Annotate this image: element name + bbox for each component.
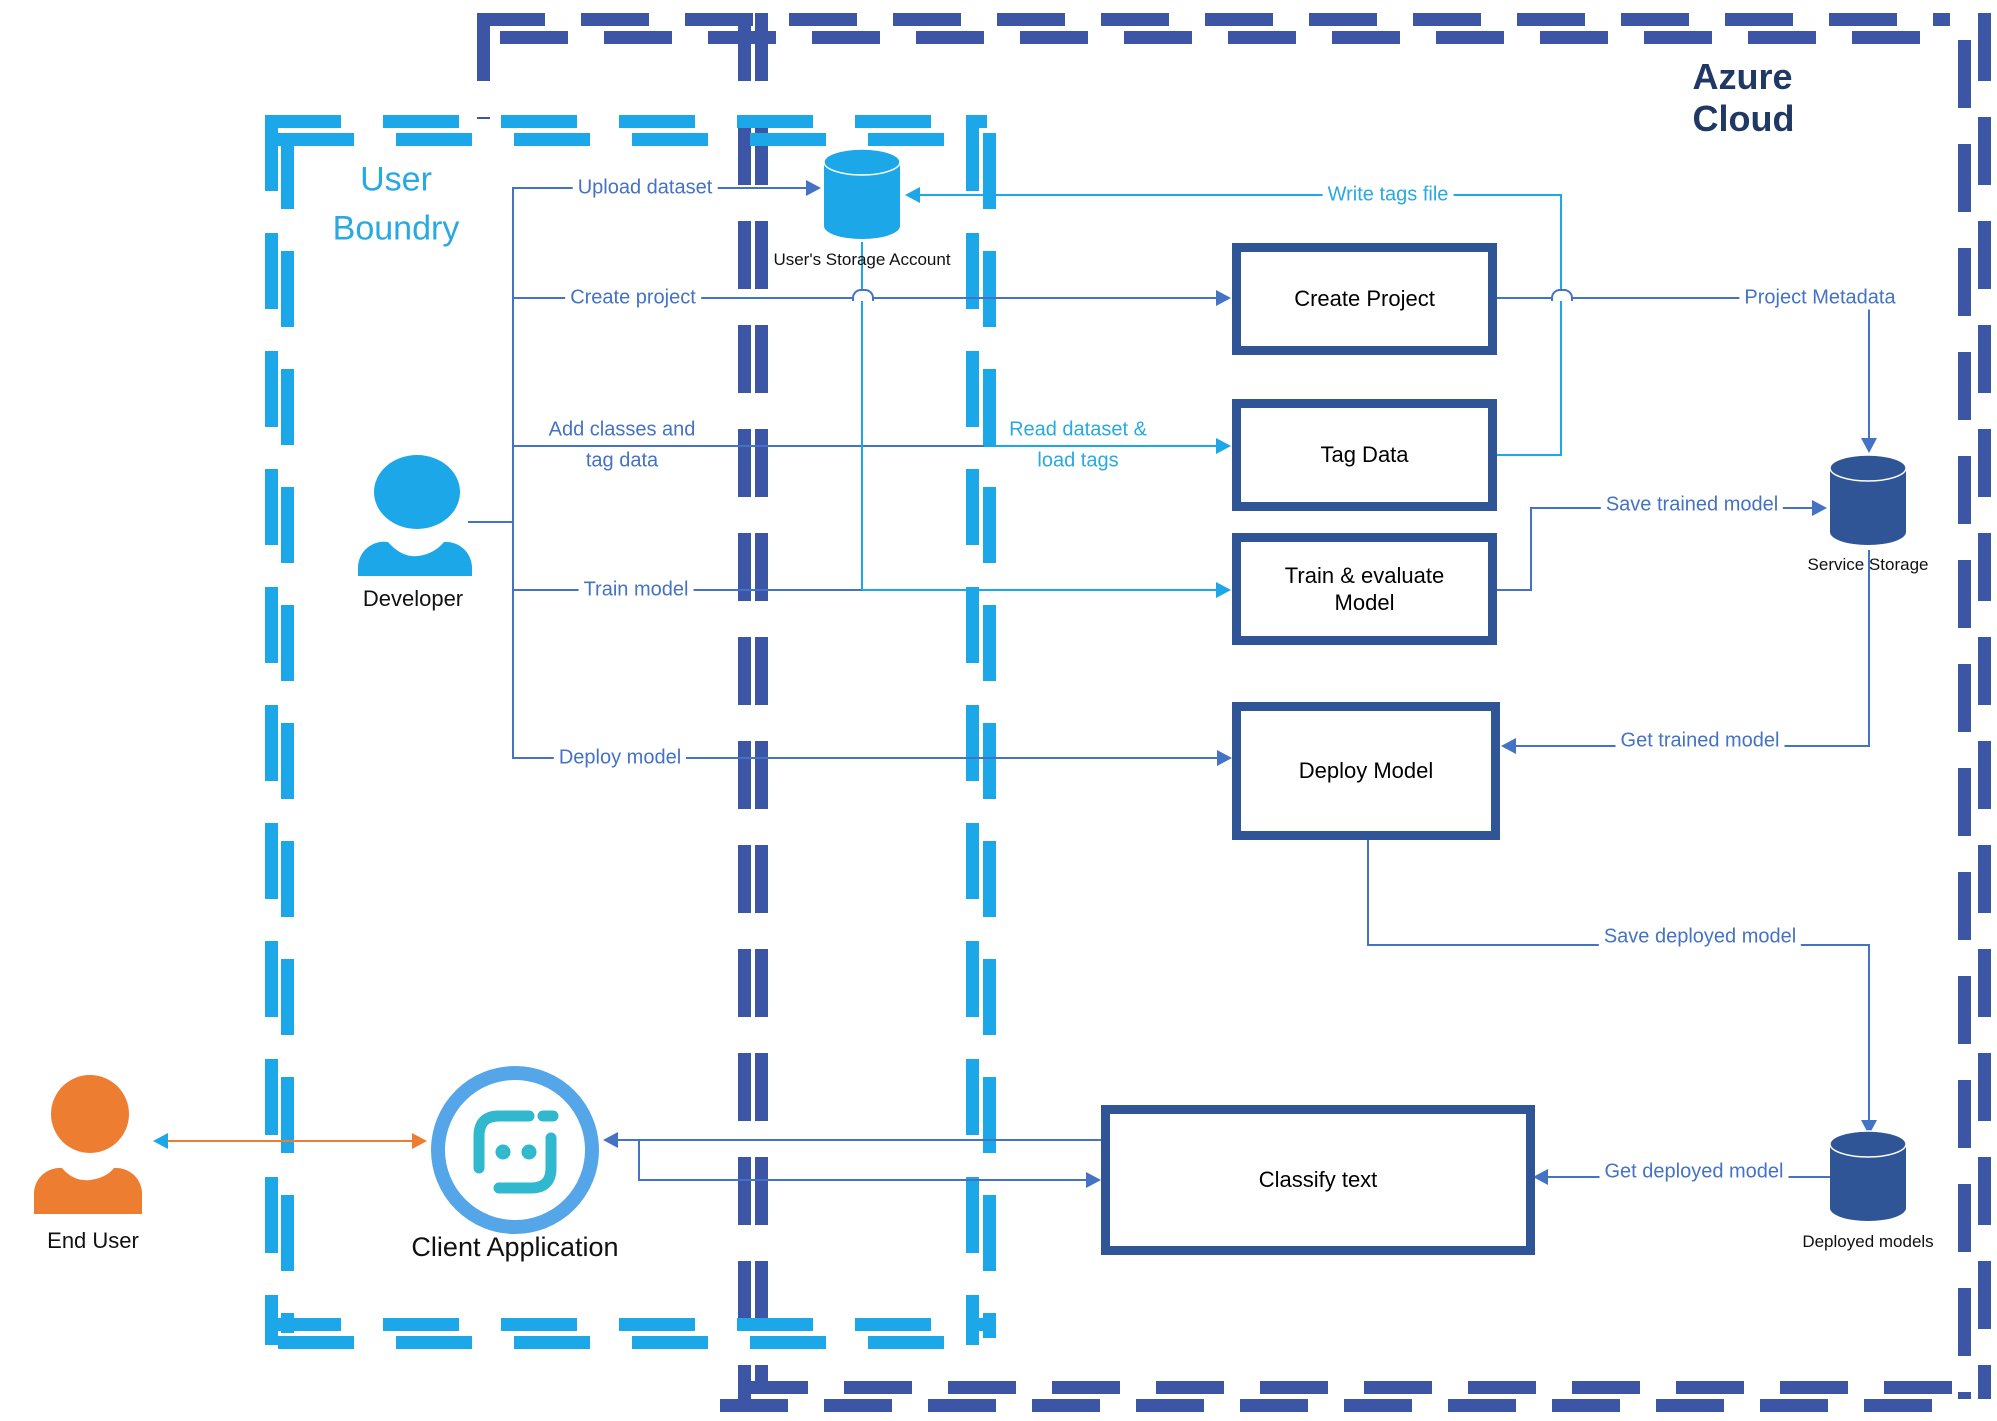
user-storage-account-label: User's Storage Account bbox=[773, 250, 951, 269]
classify-request-line-h bbox=[638, 1179, 1086, 1181]
arrowhead-end-user bbox=[153, 1133, 168, 1149]
arrowhead-project-metadata bbox=[1861, 438, 1877, 453]
azure-boundary-bottom-row2 bbox=[720, 1399, 1965, 1412]
edge-save-deployed-line-v2 bbox=[1868, 944, 1870, 1124]
edge-project-metadata-line-v bbox=[1868, 297, 1870, 442]
deployed-models-label: Deployed models bbox=[1802, 1232, 1934, 1251]
developer-trunk-line bbox=[512, 187, 514, 758]
arrowhead-upload-dataset bbox=[806, 180, 821, 196]
classify-response-line bbox=[618, 1139, 1101, 1141]
edge-write-tags-line-v bbox=[1560, 194, 1562, 455]
process-deploy-model-label: Deploy Model bbox=[1298, 758, 1434, 784]
process-train-evaluate-label-line2: Model bbox=[1334, 590, 1395, 615]
arrowhead-get-trained bbox=[1501, 738, 1516, 754]
user-storage-account-icon bbox=[823, 148, 901, 239]
edge-write-tags-stub bbox=[1479, 454, 1562, 456]
azure-boundary-top-row1 bbox=[477, 13, 1950, 26]
line-hop-create-project bbox=[852, 289, 874, 301]
arrowhead-classify-request bbox=[1086, 1172, 1101, 1188]
edge-add-classes-line bbox=[512, 445, 984, 447]
edge-upload-dataset-label: Upload dataset bbox=[572, 176, 718, 200]
edge-add-classes-label-line1: Add classes and bbox=[543, 418, 701, 442]
user-boundary-left-col1 bbox=[265, 115, 278, 1345]
process-tag-data: Tag Data bbox=[1232, 399, 1497, 511]
line-hop-project-metadata bbox=[1551, 289, 1573, 301]
user-boundary-left-col2 bbox=[281, 133, 294, 1333]
developer-icon bbox=[357, 455, 473, 576]
end-user-client-line bbox=[168, 1140, 414, 1142]
azure-boundary-left-col2 bbox=[755, 13, 768, 1383]
process-tag-data-label: Tag Data bbox=[1320, 442, 1409, 468]
service-storage-icon bbox=[1829, 454, 1907, 545]
deployed-models-icon bbox=[1829, 1130, 1907, 1221]
azure-cloud-title: Azure Cloud bbox=[1692, 56, 1795, 139]
edge-deploy-model-label: Deploy model bbox=[553, 746, 687, 770]
process-create-project: Create Project bbox=[1232, 243, 1497, 355]
arrowhead-deploy-model bbox=[1217, 750, 1232, 766]
edge-save-deployed-line-v1 bbox=[1367, 822, 1369, 944]
azure-boundary-bottom-row1 bbox=[740, 1381, 1965, 1394]
edge-get-trained-label: Get trained model bbox=[1615, 729, 1785, 753]
azure-boundary-right-col2 bbox=[1978, 13, 1991, 1399]
edge-train-model-line-cyan bbox=[862, 589, 1216, 591]
edge-add-classes-label-line2: tag data bbox=[580, 449, 664, 473]
user-boundary-title-line2: Boundry bbox=[332, 209, 460, 248]
user-boundary-right-col1 bbox=[966, 115, 979, 1345]
process-train-evaluate-label-line1: Train & evaluate bbox=[1284, 562, 1445, 588]
user-boundary-bottom-row2 bbox=[278, 1336, 978, 1349]
arrowhead-train-model bbox=[1216, 582, 1231, 598]
edge-train-model-label: Train model bbox=[578, 578, 694, 602]
user-boundary-top-row1 bbox=[265, 115, 987, 128]
user-boundary-top-row2 bbox=[278, 133, 987, 146]
edge-save-trained-stub bbox=[1479, 589, 1530, 591]
process-create-project-label: Create Project bbox=[1294, 286, 1435, 312]
process-classify-text: Classify text bbox=[1101, 1105, 1535, 1255]
arrowhead-get-deployed bbox=[1533, 1169, 1548, 1185]
process-train-evaluate-model: Train & evaluate Model bbox=[1232, 533, 1497, 645]
arrowhead-client-app bbox=[412, 1133, 427, 1149]
developer-label: Developer bbox=[362, 586, 464, 611]
edge-get-deployed-label: Get deployed model bbox=[1599, 1160, 1789, 1184]
edge-read-dataset-label-line1: Read dataset & bbox=[1004, 418, 1152, 442]
arrowhead-read-dataset bbox=[1216, 438, 1231, 454]
edge-write-tags-line-h bbox=[918, 194, 1561, 196]
client-application-label: Client Application bbox=[411, 1232, 619, 1262]
arrowhead-classify-response bbox=[603, 1132, 618, 1148]
arrowhead-create-project bbox=[1216, 290, 1231, 306]
user-boundary-bottom-row1 bbox=[265, 1318, 987, 1331]
arrowhead-save-trained bbox=[1812, 500, 1827, 516]
edge-save-trained-line-v bbox=[1530, 507, 1532, 591]
edge-create-project-label: Create project bbox=[565, 286, 701, 310]
azure-boundary-right-col1 bbox=[1958, 40, 1971, 1399]
process-classify-text-label: Classify text bbox=[1258, 1167, 1378, 1193]
client-application-icon bbox=[431, 1066, 599, 1234]
edge-write-tags-label: Write tags file bbox=[1322, 183, 1454, 207]
azure-boundary-left-col1 bbox=[738, 13, 751, 1399]
user-boundary-right-col2 bbox=[983, 133, 996, 1338]
azure-boundary-topleft-stub bbox=[477, 13, 490, 119]
edge-deploy-model-line bbox=[512, 757, 1217, 759]
classify-request-line-v bbox=[638, 1139, 640, 1180]
edge-save-deployed-label: Save deployed model bbox=[1598, 925, 1802, 949]
edge-project-metadata-label: Project Metadata bbox=[1739, 286, 1901, 310]
edge-save-trained-label: Save trained model bbox=[1600, 493, 1784, 517]
edge-get-trained-line-v bbox=[1868, 550, 1870, 747]
end-user-icon bbox=[34, 1075, 142, 1214]
service-storage-label: Service Storage bbox=[1807, 555, 1929, 574]
user-boundary-title-line1: User bbox=[360, 160, 432, 199]
storage-to-train-line bbox=[861, 242, 863, 590]
end-user-label: End User bbox=[47, 1228, 139, 1253]
edge-project-metadata-line-h bbox=[1479, 297, 1869, 299]
process-deploy-model: Deploy Model bbox=[1232, 702, 1500, 840]
developer-connector-line bbox=[468, 521, 514, 523]
edge-read-dataset-label-line2: load tags bbox=[1032, 449, 1124, 473]
edge-read-dataset-line bbox=[984, 445, 1216, 447]
azure-boundary-top-row2 bbox=[500, 31, 1935, 44]
arrowhead-write-tags bbox=[905, 187, 920, 203]
